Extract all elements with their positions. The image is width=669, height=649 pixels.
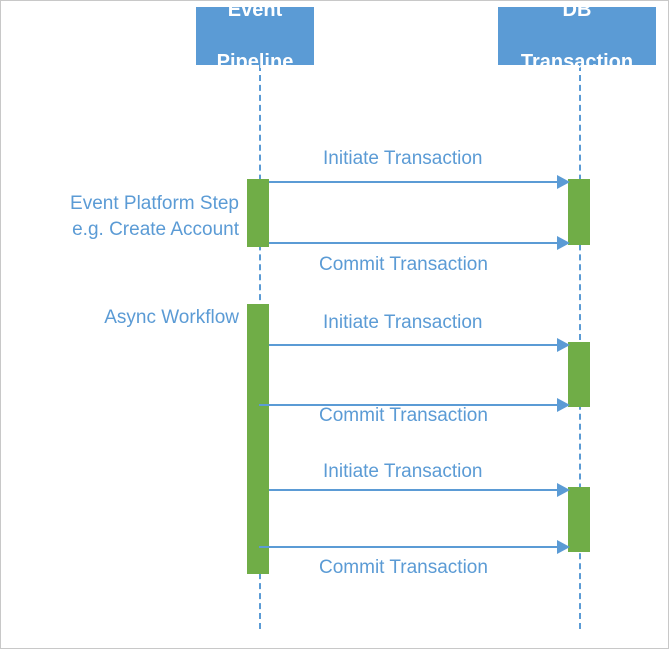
- note-async-workflow: Async Workflow: [19, 305, 239, 331]
- participant-label-db-transaction-line1: DB: [562, 0, 592, 21]
- participant-label-event-pipeline-line2: Pipeline: [216, 51, 294, 73]
- participant-header-db-transaction[interactable]: DB Transaction: [498, 1, 656, 73]
- note-event-platform-step: Event Platform Step e.g. Create Account: [19, 191, 239, 243]
- message-line-2: [269, 242, 568, 244]
- message-line-4: [259, 404, 568, 406]
- message-label-4: Commit Transaction: [319, 405, 488, 426]
- activation-bar-db-2: [568, 342, 590, 407]
- message-label-6: Commit Transaction: [319, 557, 488, 578]
- message-label-1: Initiate Transaction: [323, 148, 483, 169]
- note-event-platform-step-line2: e.g. Create Account: [72, 219, 239, 240]
- message-label-5: Initiate Transaction: [323, 461, 483, 482]
- participant-label-db-transaction-line2: Transaction: [520, 51, 634, 73]
- message-arrowhead-4: [557, 398, 570, 412]
- note-async-workflow-line1: Async Workflow: [104, 307, 239, 328]
- message-arrowhead-6: [557, 540, 570, 554]
- message-line-5: [269, 489, 568, 491]
- message-arrowhead-5: [557, 483, 570, 497]
- message-line-3: [269, 344, 568, 346]
- message-label-2: Commit Transaction: [319, 254, 488, 275]
- activation-bar-db-1: [568, 179, 590, 245]
- message-arrowhead-3: [557, 338, 570, 352]
- activation-bar-pipeline-1: [247, 179, 269, 247]
- note-event-platform-step-line1: Event Platform Step: [70, 193, 239, 214]
- participant-label-event-pipeline-line1: Event: [227, 0, 283, 21]
- message-arrowhead-1: [557, 175, 570, 189]
- message-line-1: [269, 181, 568, 183]
- message-line-6: [259, 546, 568, 548]
- message-label-3: Initiate Transaction: [323, 312, 483, 333]
- activation-bar-db-3: [568, 487, 590, 552]
- message-arrowhead-2: [557, 236, 570, 250]
- participant-header-event-pipeline[interactable]: Event Pipeline: [196, 1, 314, 73]
- activation-bar-pipeline-2: [247, 304, 269, 574]
